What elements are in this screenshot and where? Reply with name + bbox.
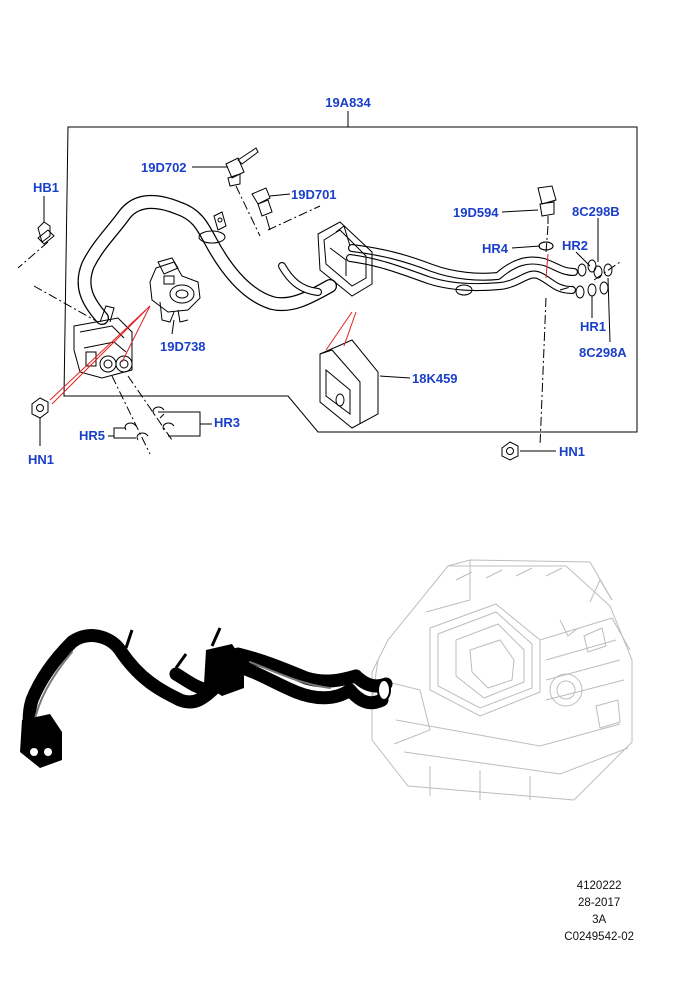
callout-hr1: HR1: [580, 319, 606, 334]
nut-hn1-left: [31, 397, 49, 419]
callout-8c298b: 8C298B: [572, 204, 620, 219]
installed-heater-hose: [20, 627, 393, 768]
hvac-housing: [371, 559, 633, 801]
red-leaders: [49, 253, 549, 405]
callout-8c298a: 8C298A: [579, 345, 627, 360]
nut-hn1-right: [501, 441, 519, 461]
callout-hn1-left: HN1: [28, 452, 54, 467]
callout-19a834: 19A834: [325, 95, 371, 110]
damper-block-mounted: [317, 221, 373, 297]
callout-19d738: 19D738: [160, 339, 206, 354]
drawing-reference-block: 4120222 28-2017 3A C0249542-02: [564, 878, 634, 946]
heater-hose: [77, 195, 578, 325]
callout-hr4: HR4: [482, 241, 509, 256]
ref-number: 4120222: [576, 880, 622, 892]
callout-hr2: HR2: [562, 238, 588, 253]
valve-module: [149, 257, 201, 323]
ref-code: C0249542-02: [564, 931, 634, 943]
assembly-outline: [63, 126, 638, 433]
damper-block: [319, 339, 379, 429]
hose-connector-block: [73, 305, 133, 379]
callout-labels: 19A834 HB1 19D702 19D701 19D594 8C298B H…: [28, 95, 627, 467]
o-ring-fittings: [575, 259, 613, 299]
callout-leaders: [39, 166, 611, 452]
callout-18k459: 18K459: [412, 371, 458, 386]
centre-lines: [17, 185, 621, 455]
sensor-19d594: [537, 185, 557, 251]
callout-hb1: HB1: [33, 180, 59, 195]
callout-hr3: HR3: [214, 415, 240, 430]
clip-hr3: [152, 406, 175, 431]
sensor-19d702: [225, 147, 259, 187]
callout-19d594: 19D594: [453, 205, 499, 220]
sensor-19d701: [251, 187, 273, 231]
ref-date: 28-2017: [578, 897, 621, 909]
callout-19d701: 19D701: [291, 187, 337, 202]
ref-version: 3A: [592, 914, 607, 926]
bolt-hb1: [37, 221, 55, 245]
callout-hn1-right: HN1: [559, 444, 585, 459]
callout-hr5: HR5: [79, 428, 105, 443]
callout-19d702: 19D702: [141, 160, 187, 175]
